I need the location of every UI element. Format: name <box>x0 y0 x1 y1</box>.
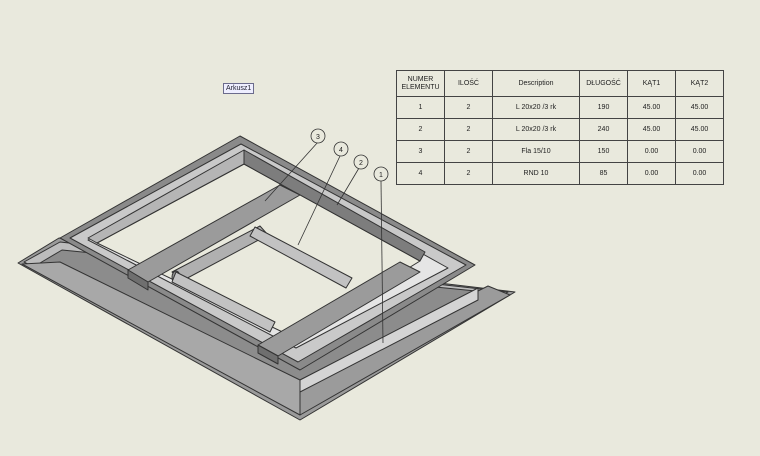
bom-cell: 45.00 <box>675 118 724 141</box>
bom-cell: 45.00 <box>627 118 676 141</box>
bom-header-length: DŁUGOŚĆ <box>579 70 628 97</box>
cross-bars <box>127 184 421 365</box>
bom-cell: 0.00 <box>627 140 676 163</box>
balloon-2[interactable]: 2 <box>353 154 369 170</box>
bom-cell: 45.00 <box>627 96 676 119</box>
bom-cell: 240 <box>579 118 628 141</box>
bom-cell: L 20x20 /3 rk <box>492 96 580 119</box>
bom-cell: 0.00 <box>675 162 724 185</box>
table-row[interactable]: 1 2 L 20x20 /3 rk 190 45.00 45.00 <box>396 96 724 119</box>
balloon-1[interactable]: 1 <box>373 166 389 182</box>
bom-header-number: NUMER ELEMENTU <box>396 70 445 97</box>
bom-cell: 85 <box>579 162 628 185</box>
svg-text:1: 1 <box>379 172 383 179</box>
bom-cell: L 20x20 /3 rk <box>492 118 580 141</box>
balloon-3[interactable]: 3 <box>310 128 326 144</box>
svg-text:3: 3 <box>316 134 320 141</box>
table-row[interactable]: 4 2 RND 10 85 0.00 0.00 <box>396 162 724 185</box>
bom-cell: 1 <box>396 96 445 119</box>
bom-cell: Fla 15/10 <box>492 140 580 163</box>
bom-cell: 2 <box>444 140 493 163</box>
bom-cell: 0.00 <box>675 140 724 163</box>
bom-cell: 2 <box>444 118 493 141</box>
bom-cell: 45.00 <box>675 96 724 119</box>
bom-cell: RND 10 <box>492 162 580 185</box>
bom-cell: 4 <box>396 162 445 185</box>
bom-header-angle1: KĄT1 <box>627 70 676 97</box>
bom-header-row: NUMER ELEMENTU ILOŚĆ Description DŁUGOŚĆ… <box>396 70 724 97</box>
svg-text:2: 2 <box>359 160 363 167</box>
bom-cell: 150 <box>579 140 628 163</box>
bom-header-description: Description <box>492 70 580 97</box>
bom-cell: 2 <box>444 162 493 185</box>
bom-cell: 0.00 <box>627 162 676 185</box>
table-row[interactable]: 3 2 Fla 15/10 150 0.00 0.00 <box>396 140 724 163</box>
bom-header-quantity: ILOŚĆ <box>444 70 493 97</box>
bom-header-angle2: KĄT2 <box>675 70 724 97</box>
svg-text:4: 4 <box>339 147 343 154</box>
bom-cell: 3 <box>396 140 445 163</box>
balloon-4[interactable]: 4 <box>333 141 349 157</box>
sheet-label[interactable]: Arkusz1 <box>223 83 255 94</box>
bill-of-materials-table[interactable]: NUMER ELEMENTU ILOŚĆ Description DŁUGOŚĆ… <box>396 70 724 185</box>
table-row[interactable]: 2 2 L 20x20 /3 rk 240 45.00 45.00 <box>396 118 724 141</box>
bom-cell: 190 <box>579 96 628 119</box>
bom-cell: 2 <box>396 118 445 141</box>
bom-cell: 2 <box>444 96 493 119</box>
leader-lines <box>264 141 384 344</box>
